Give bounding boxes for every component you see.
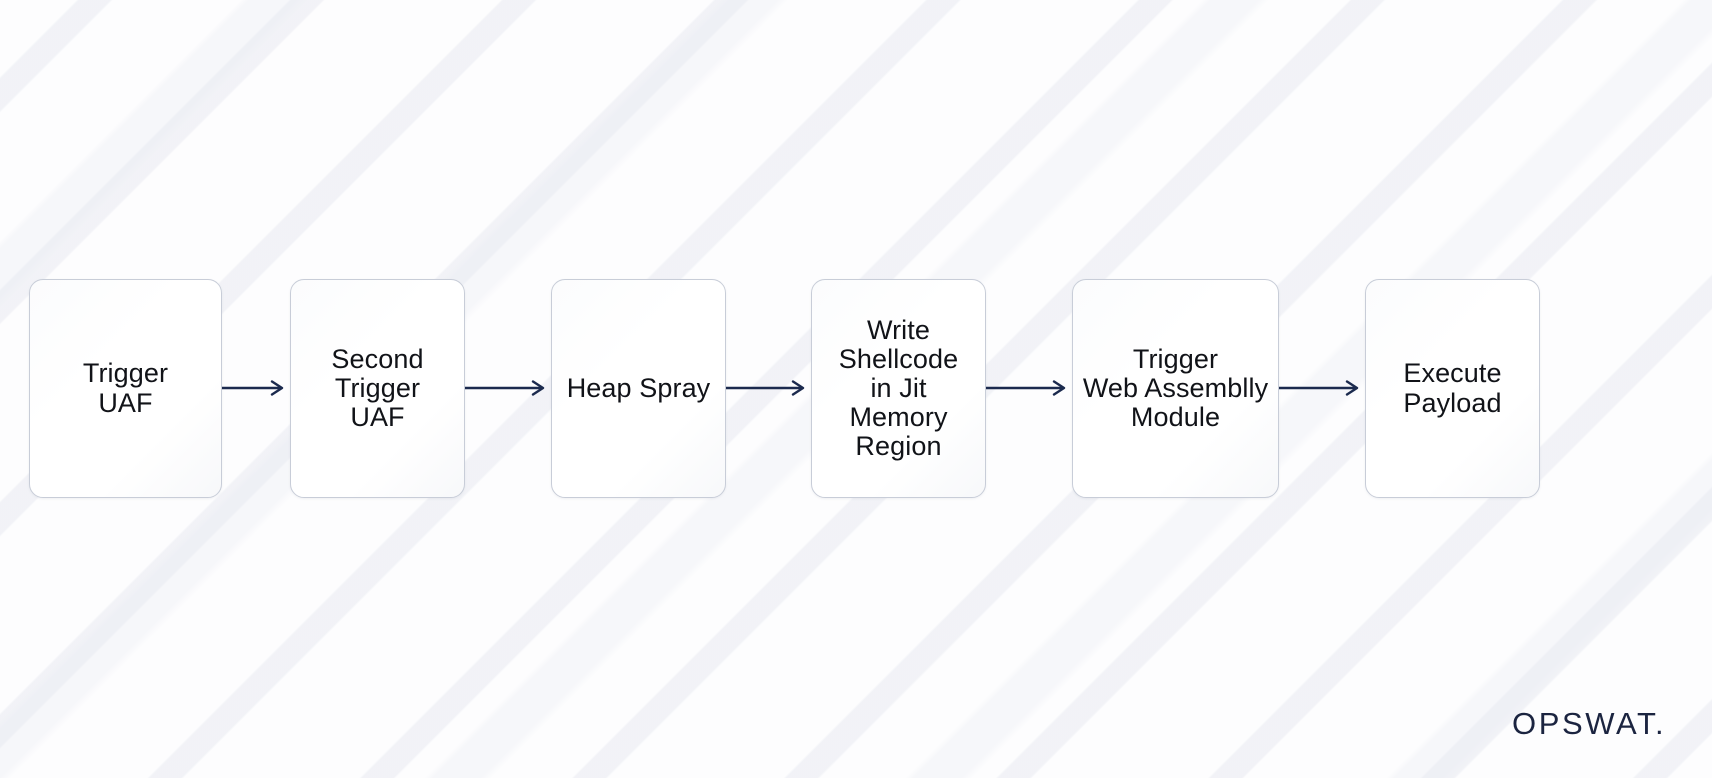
arrow-right-icon bbox=[726, 380, 805, 396]
arrow-right-icon bbox=[465, 380, 545, 396]
flow-node-write-shellcode-jit[interactable]: Write Shellcode in Jit Memory Region bbox=[811, 279, 986, 498]
arrow-right-icon bbox=[1279, 380, 1359, 396]
flow-node-heap-spray[interactable]: Heap Spray bbox=[551, 279, 726, 498]
flow-node-trigger-uaf[interactable]: Trigger UAF bbox=[29, 279, 222, 498]
flow-node-execute-payload[interactable]: Execute Payload bbox=[1365, 279, 1540, 498]
flowchart: Trigger UAF Second Trigger UAF Heap Spra… bbox=[0, 279, 1712, 499]
arrow-right-icon bbox=[986, 380, 1066, 396]
flow-node-second-trigger-uaf[interactable]: Second Trigger UAF bbox=[290, 279, 465, 498]
flow-node-label: Heap Spray bbox=[566, 372, 711, 403]
flow-node-label: Write Shellcode in Jit Memory Region bbox=[838, 314, 959, 462]
flow-node-label: Trigger UAF bbox=[82, 358, 169, 418]
opswat-logo: OPSWAT. bbox=[1512, 704, 1688, 744]
flow-node-label: Second Trigger UAF bbox=[331, 343, 424, 433]
brand-wordmark: OPSWAT. bbox=[1512, 706, 1667, 741]
flow-node-label: Execute Payload bbox=[1403, 358, 1502, 418]
flow-node-label: Trigger Web Assemblly Module bbox=[1082, 343, 1269, 433]
flow-node-trigger-webassembly[interactable]: Trigger Web Assemblly Module bbox=[1072, 279, 1279, 498]
arrow-right-icon bbox=[222, 380, 284, 396]
